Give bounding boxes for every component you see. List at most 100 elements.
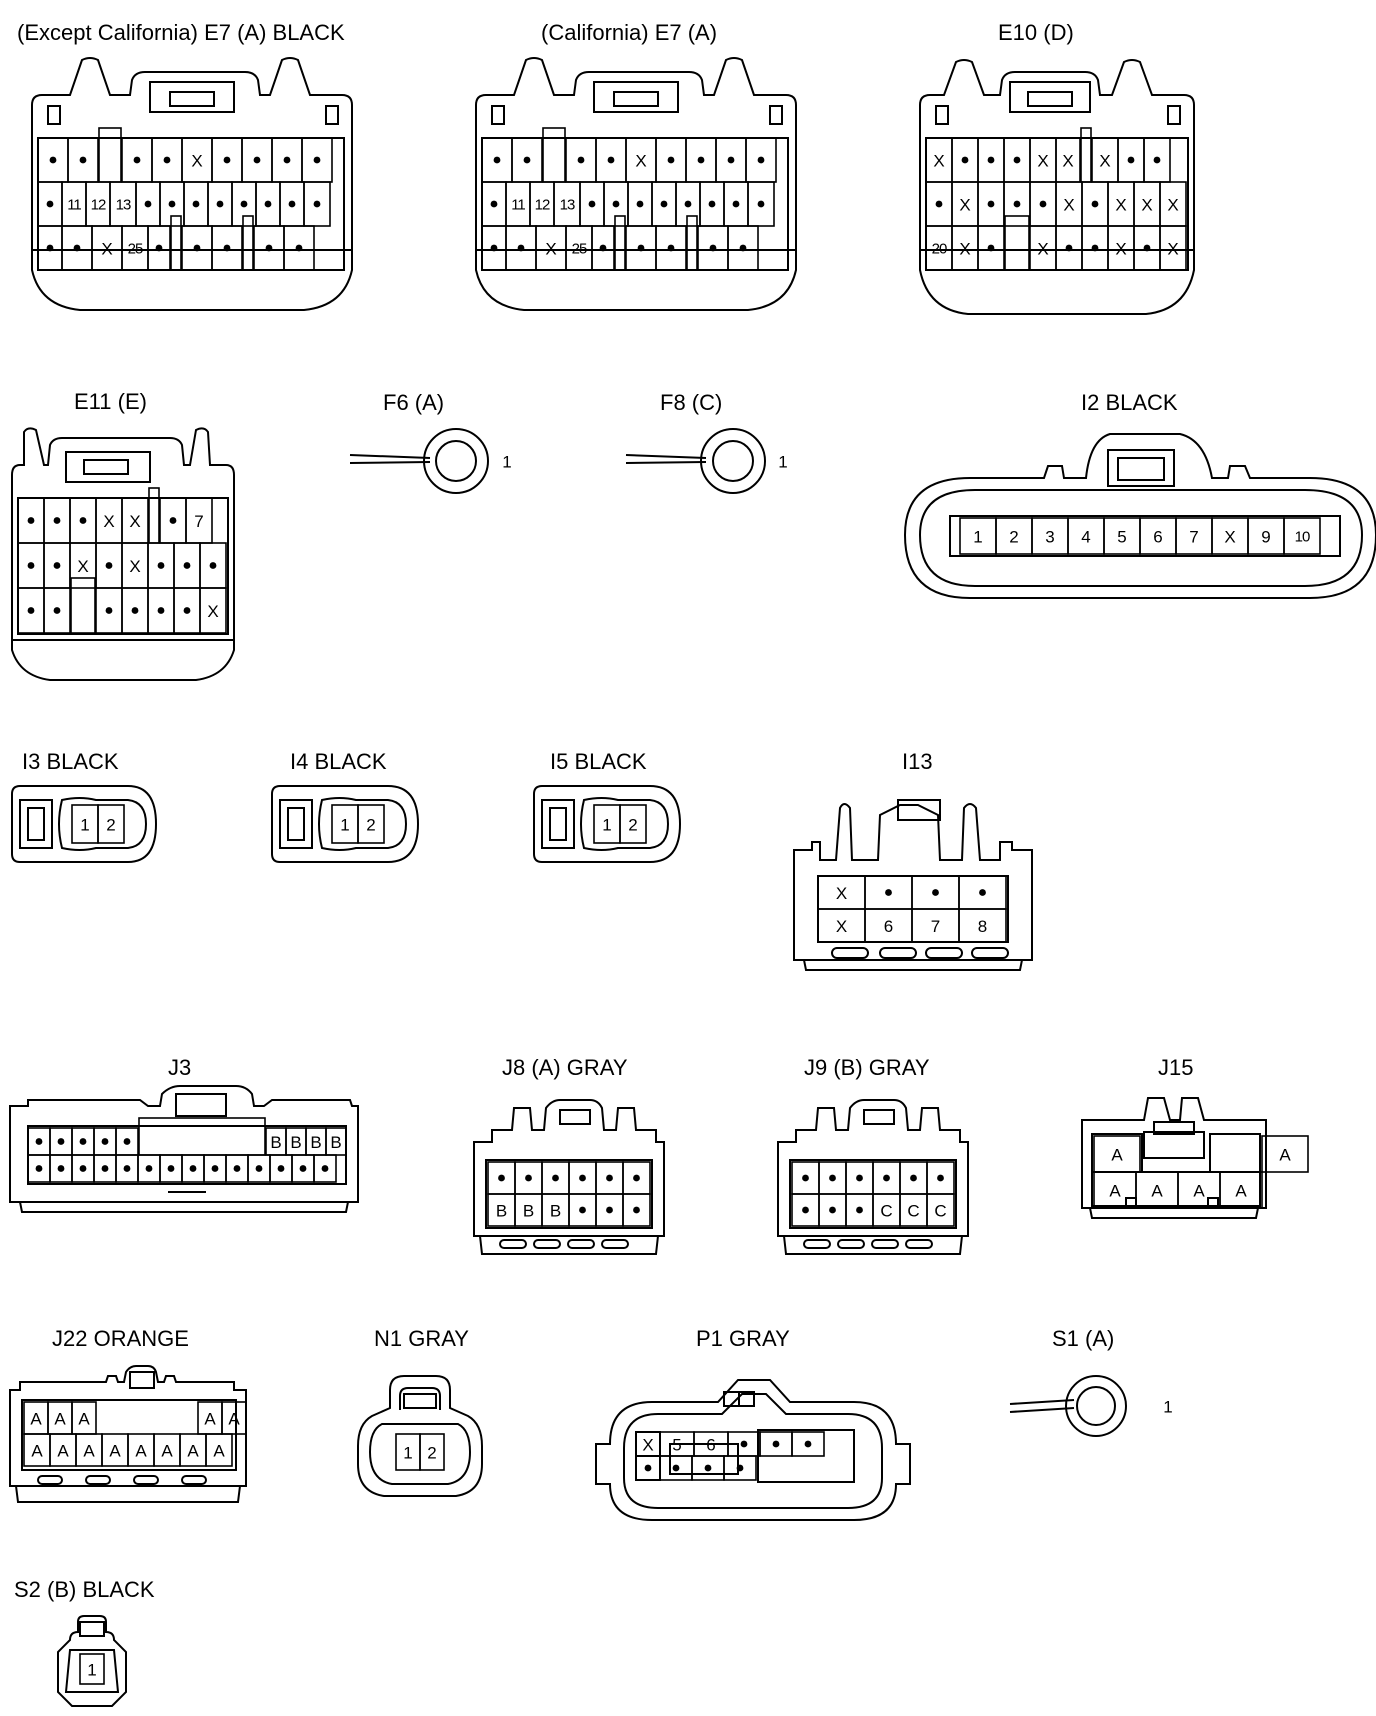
pin-cell: [977, 225, 1005, 271]
pin-dot: [53, 562, 61, 569]
pin-cell: 7: [1175, 517, 1213, 555]
key-slot: [242, 215, 254, 271]
pin-label: 7: [931, 917, 940, 936]
pin-cell: [49, 1154, 73, 1183]
pin-dot: [123, 1138, 131, 1145]
pin-dot: [740, 1440, 748, 1448]
pin-label: B: [523, 1202, 534, 1221]
connector-label: N1 GRAY: [374, 1326, 469, 1351]
pin-dot: [313, 156, 321, 164]
pin-cell: [1133, 225, 1161, 271]
pin-cell: [579, 181, 605, 227]
pin-label: X: [836, 917, 847, 936]
pin-cell: [1143, 137, 1171, 183]
pin-cell: [591, 225, 615, 271]
pin-dot: [211, 1165, 219, 1172]
pin-cell: X: [69, 542, 97, 589]
pin-label: 25: [128, 241, 143, 258]
pin-cell: X: [91, 225, 123, 271]
pin-cell: [211, 137, 243, 183]
pin-cell: 7: [185, 497, 213, 544]
pin-cell: 6: [864, 908, 913, 943]
pin-cell: [17, 497, 45, 544]
pin-cell: [951, 137, 979, 183]
connector-s2b: S2 (B) BLACK: [14, 1577, 155, 1707]
pin-cell: [1029, 181, 1057, 227]
pin-label: C: [907, 1202, 919, 1221]
connector-i2: I2 BLACK: [903, 390, 1376, 599]
pin-cell: [95, 542, 123, 589]
pin-cell: [37, 225, 63, 271]
pin-cell: [242, 215, 254, 271]
pin-cavity: [727, 225, 759, 271]
connector-label: I13: [902, 749, 933, 774]
pin-cavity: [723, 1455, 757, 1481]
pin-dot: [73, 244, 81, 252]
pin-label: X: [1063, 196, 1074, 215]
pin-cell: 3: [1031, 517, 1069, 555]
pin-dot: [667, 244, 675, 252]
pin-label: X: [1037, 240, 1048, 259]
pin-label: B: [290, 1133, 301, 1152]
pin-cell: [271, 137, 303, 183]
pin-cell: [614, 215, 626, 271]
pin-dot: [183, 562, 191, 569]
pin-label: 2: [427, 1444, 436, 1463]
pin-dot: [193, 244, 201, 252]
pin-cell: [137, 1154, 161, 1183]
pin-dot: [829, 1206, 836, 1214]
pin-dot: [937, 1174, 944, 1182]
pin-label: X: [642, 1436, 653, 1455]
pin-cell: 2: [357, 804, 385, 844]
connector-i5: I5 BLACK: [533, 749, 682, 863]
pin-label: X: [1037, 152, 1048, 171]
pin-dot: [46, 200, 54, 208]
pin-cell: [43, 542, 71, 589]
pin-dot: [961, 156, 969, 164]
pin-cell: 12: [529, 181, 555, 227]
pin-cell: [241, 137, 273, 183]
pin-label: 13: [560, 197, 575, 214]
pin-dot: [277, 1165, 285, 1172]
pin-dot: [1127, 156, 1135, 164]
pin-dot: [637, 244, 645, 252]
pin-cell: X: [1029, 137, 1057, 183]
connector-label: E10 (D): [998, 20, 1074, 45]
pin-label: 2: [106, 816, 115, 835]
pin-cell: 13: [109, 181, 137, 227]
pin-label: X: [933, 152, 944, 171]
pin-cell: A: [179, 1433, 207, 1467]
pin-dot: [189, 1165, 197, 1172]
pin-dot: [167, 1165, 175, 1172]
pin-cell: X: [925, 137, 953, 183]
pin-dot: [856, 1206, 863, 1214]
pin-dot: [1091, 200, 1099, 208]
pin-dot: [802, 1174, 809, 1182]
pin-cell: [98, 127, 122, 183]
pin-dot: [579, 1206, 586, 1214]
pin-cell: [542, 127, 566, 183]
pin-label: X: [545, 240, 556, 259]
pin-cell: X: [1133, 181, 1161, 227]
pin-dot: [885, 889, 892, 896]
pin-cell: [291, 1154, 315, 1183]
pin-label: 2: [628, 816, 637, 835]
pin-dot: [588, 200, 596, 208]
pin-dot: [145, 1165, 153, 1172]
pin-dot: [736, 1464, 744, 1472]
pin-cell: [71, 1154, 95, 1183]
pin-cell: [115, 1154, 139, 1183]
pin-dot: [101, 1138, 109, 1145]
pin-label: A: [228, 1410, 240, 1429]
pin-dot: [579, 1174, 586, 1182]
pin-cell: B: [265, 1127, 287, 1156]
pin-cell: [1055, 225, 1083, 271]
key-slot: [1080, 127, 1092, 183]
pin-dot: [697, 156, 705, 164]
pin-cell: [651, 181, 677, 227]
pin-cell: [70, 577, 96, 634]
pin-cell: [622, 1193, 651, 1227]
pin-cell: [95, 587, 123, 634]
pin-dot: [233, 1165, 241, 1172]
pin-cell: [207, 181, 233, 227]
